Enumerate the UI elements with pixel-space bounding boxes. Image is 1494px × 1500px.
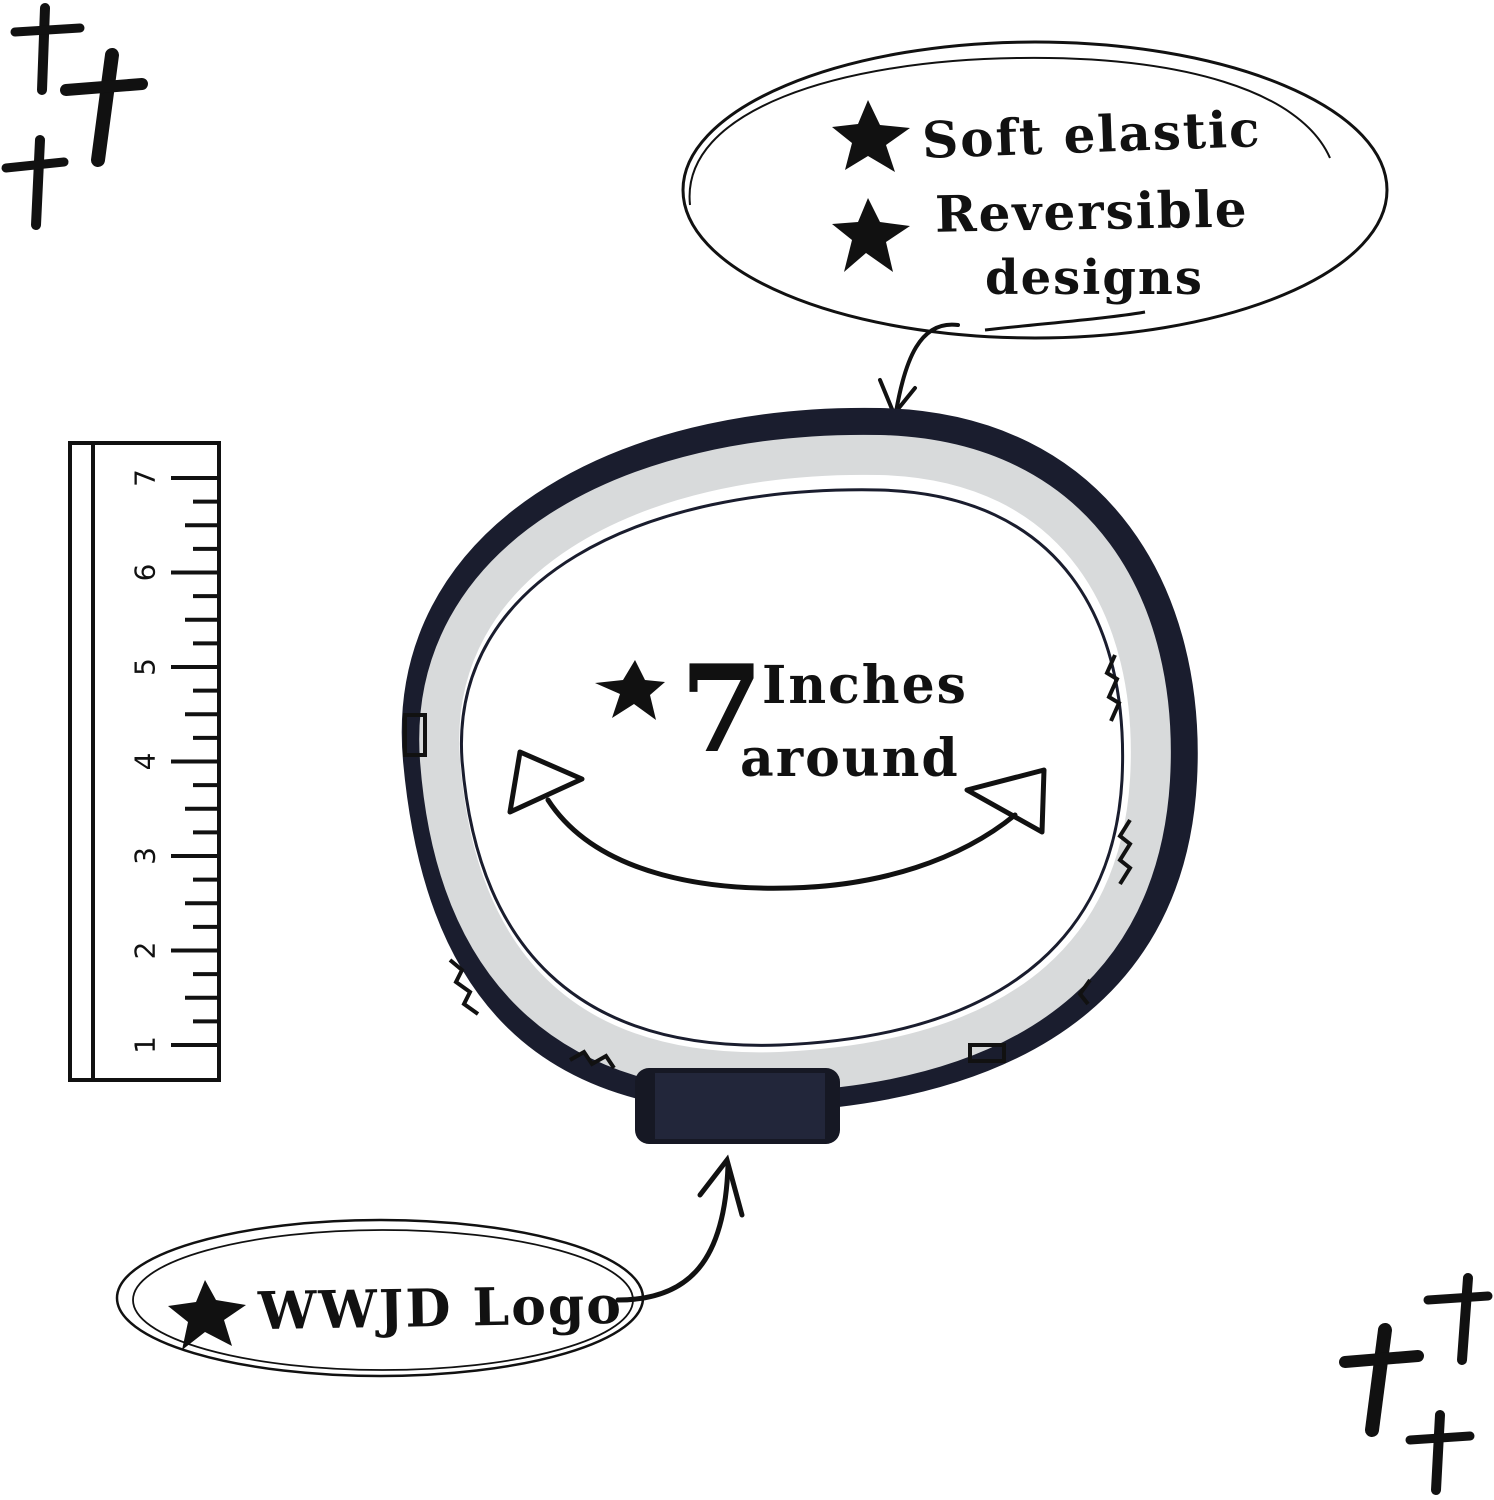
logo-label: WWJD Logo xyxy=(257,1274,624,1343)
size-around: around xyxy=(740,728,960,789)
cross-icon xyxy=(1405,1410,1475,1495)
size-unit: Inches xyxy=(762,655,968,716)
cross-icon xyxy=(60,48,148,167)
ruler-label: 3 xyxy=(129,847,162,865)
features-callout-bubble xyxy=(681,40,1389,340)
arrow-icon xyxy=(878,322,960,418)
cross-icon xyxy=(1,135,69,230)
star-icon xyxy=(595,660,665,720)
star-icon xyxy=(832,198,910,272)
size-number: 7 xyxy=(680,639,766,780)
cross-icon-group-top-left xyxy=(1,3,148,230)
ruler-label: 5 xyxy=(129,658,162,676)
arrow-icon xyxy=(615,1154,745,1303)
cross-icon-group-bottom-right xyxy=(1339,1273,1493,1495)
feature-soft-elastic: Soft elastic xyxy=(921,99,1263,170)
ruler-icon xyxy=(68,441,221,1082)
cross-icon xyxy=(10,3,85,95)
cross-icon xyxy=(1423,1273,1493,1365)
ruler-label: 2 xyxy=(129,942,162,960)
ruler-label: 7 xyxy=(129,469,162,487)
star-icon xyxy=(832,100,910,172)
cross-icon xyxy=(1339,1323,1424,1437)
feature-designs: designs xyxy=(985,250,1204,306)
ruler-label: 1 xyxy=(129,1036,162,1054)
ruler-label: 6 xyxy=(129,564,162,582)
star-icon xyxy=(168,1280,246,1350)
feature-reversible: Reversible xyxy=(934,179,1249,244)
ruler-label: 4 xyxy=(129,753,162,771)
arrow-icon xyxy=(507,749,1047,891)
bracelet-image xyxy=(401,407,1198,1144)
